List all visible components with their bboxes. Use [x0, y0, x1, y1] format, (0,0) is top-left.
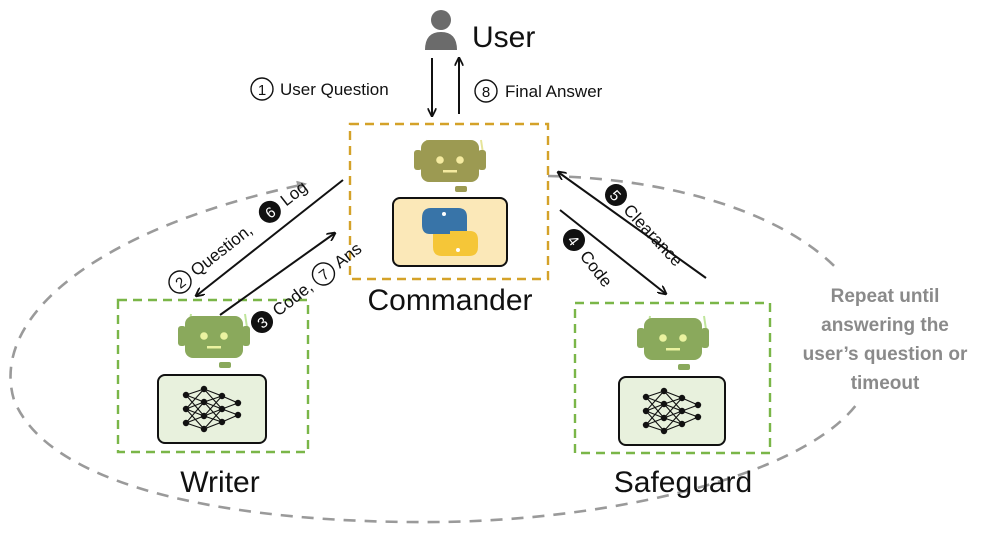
step-number: 8 — [482, 84, 490, 101]
edge-label: Question, — [187, 220, 256, 280]
commander-agent: Commander — [348, 122, 550, 317]
edge-label: User Question — [280, 80, 389, 99]
edge-label: Log — [277, 177, 311, 209]
loop-note-line: answering the — [821, 315, 949, 336]
python-icon — [422, 208, 478, 256]
arrow-question-log — [196, 179, 344, 296]
edge-label: Final Answer — [505, 82, 603, 101]
step-number: 1 — [258, 82, 266, 99]
edge-code: 4 Code — [563, 229, 616, 291]
loop-note-line: user’s question or — [803, 344, 968, 365]
edge-final-answer: 8 Final Answer — [474, 79, 603, 103]
commander-label: Commander — [367, 284, 532, 317]
loop-note-line: Repeat until — [831, 286, 940, 307]
edge-user-question: 1 User Question — [250, 77, 389, 101]
loop-note-line: timeout — [851, 373, 920, 394]
arrow-code — [559, 209, 666, 294]
writer-label: Writer — [180, 466, 259, 499]
edge-label: Code — [576, 247, 616, 291]
edge-label: Clearance — [620, 201, 687, 271]
arrow-clearance — [558, 172, 707, 279]
safeguard-label: Safeguard — [614, 466, 752, 499]
robot-icon — [414, 139, 486, 192]
user-icon — [425, 10, 457, 50]
edge-label: Ans — [331, 239, 366, 272]
edge-question-log: 2 Question, 6 Log — [168, 177, 311, 294]
robot-icon — [637, 315, 709, 370]
writer-agent: Writer — [116, 298, 310, 499]
safeguard-agent: Safeguard — [573, 301, 772, 499]
edge-label: Code, — [269, 277, 316, 320]
robot-icon — [178, 313, 250, 368]
arrow-code-ans — [219, 233, 335, 316]
edge-clearance: 5 Clearance — [605, 184, 687, 271]
user-label: User — [472, 21, 535, 54]
user-node: User — [425, 10, 535, 54]
loop-note: Repeat until answering the user’s questi… — [803, 286, 968, 394]
